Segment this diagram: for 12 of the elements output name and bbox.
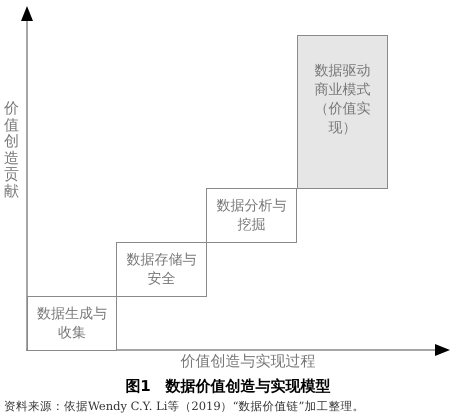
figure-title: 图1 数据价值创造与实现模型	[124, 377, 332, 396]
box-label: 数据分析与挖掘	[216, 197, 288, 235]
process-box	[297, 35, 388, 189]
process-box	[206, 188, 297, 243]
y-axis-label: 价值创造贡献	[4, 100, 19, 199]
process-box	[27, 296, 117, 351]
source-note: 资料来源：依据Wendy C.Y. Li等（2019）“数据价值链”加工整理。	[4, 399, 364, 414]
process-box	[116, 242, 207, 297]
box-label: 数据生成与收集	[36, 305, 108, 343]
x-axis-label: 价值创造与实现过程	[180, 352, 316, 371]
box-label: 数据存储与安全	[126, 251, 198, 289]
box-label: 数据驱动商业模式（价值实现）	[314, 62, 372, 138]
